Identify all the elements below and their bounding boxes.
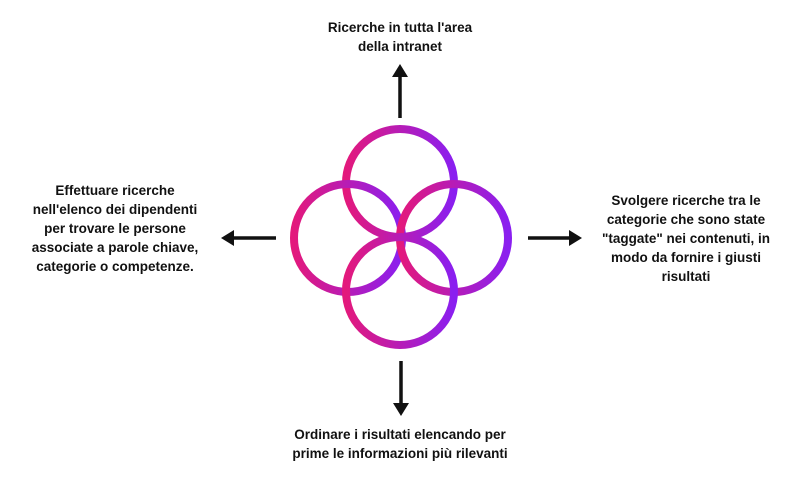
arrow-left-icon [221, 230, 276, 246]
label-bottom-line: prime le informazioni più rilevanti [292, 446, 508, 461]
arrow-down-icon [393, 361, 409, 416]
label-left-line: nell'elenco dei dipendenti [32, 202, 198, 217]
label-right-line: risultati [661, 269, 711, 284]
label-left: Effettuare ricerche nell'elenco dei dipe… [10, 181, 220, 276]
label-left-line: categorie o competenze. [36, 259, 194, 274]
rings-icon [290, 125, 512, 349]
label-right-line: "taggate" nei contenuti, in [601, 231, 771, 246]
label-left-line: associate a parole chiave, [31, 240, 199, 255]
label-top-line: della intranet [357, 39, 443, 54]
label-bottom-line: Ordinare i risultati elencando per [294, 427, 506, 442]
arrow-right-icon [528, 230, 582, 246]
label-right-line: categorie che sono state [606, 212, 766, 227]
label-right: Svolgere ricerche tra le categorie che s… [582, 191, 790, 286]
label-top: Ricerche in tutta l'area della intranet [250, 18, 550, 56]
label-right-line: Svolgere ricerche tra le [611, 193, 761, 208]
label-bottom: Ordinare i risultati elencando per prime… [220, 425, 580, 463]
label-left-line: per trovare le persone [44, 221, 186, 236]
label-left-line: Effettuare ricerche [55, 183, 175, 198]
label-right-line: modo da fornire i giusti [610, 250, 761, 265]
arrow-up-icon [392, 64, 408, 118]
ring-bottom [342, 233, 458, 349]
label-top-line: Ricerche in tutta l'area [327, 20, 473, 35]
